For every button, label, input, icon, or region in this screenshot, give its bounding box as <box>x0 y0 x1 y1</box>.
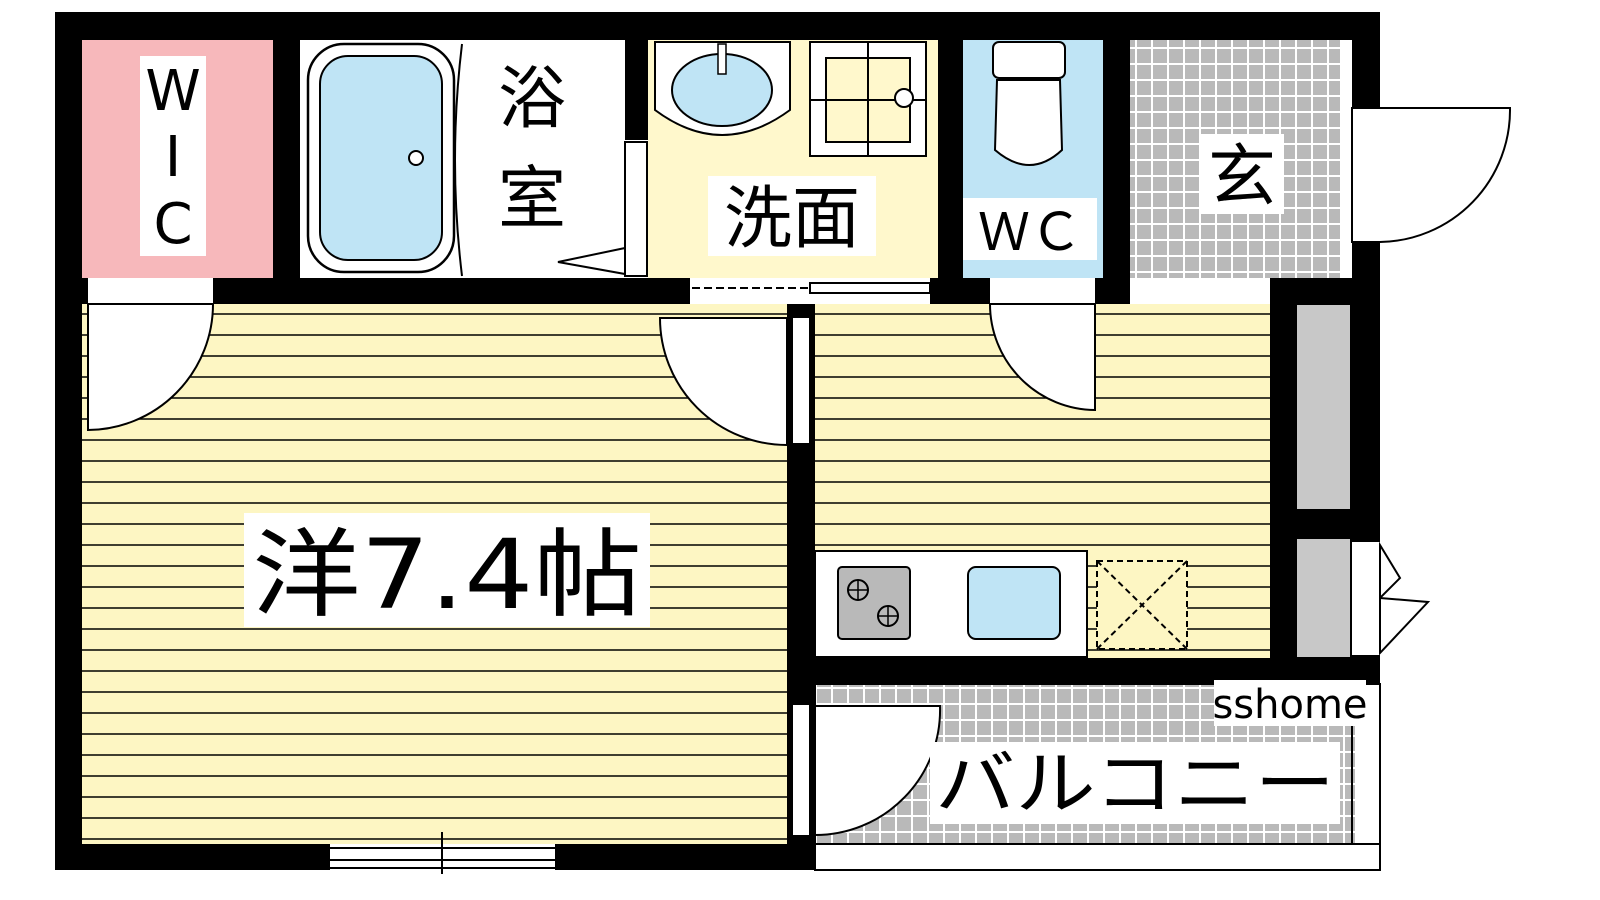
bath-door <box>557 141 648 277</box>
washroom-label: 洗面 <box>724 180 860 259</box>
entrance-label-bg <box>1200 134 1284 214</box>
sliding-door-washroom <box>692 282 931 294</box>
western-room-label-bg <box>244 513 650 627</box>
balcony-label-bg <box>930 742 1340 824</box>
storage-closet <box>1295 537 1352 659</box>
toilet-fixture <box>992 41 1066 166</box>
watermark-bg <box>1214 680 1366 726</box>
washroom-label-bg <box>708 176 876 256</box>
toilet-label-bg <box>963 198 1097 260</box>
kitchen-counter <box>814 550 1088 658</box>
wic-label-c: C <box>153 192 192 257</box>
bath-label-2: 室 <box>498 160 566 239</box>
entrance-label: 玄 <box>1208 138 1276 217</box>
western-room-label: 洋7.4帖 <box>252 519 642 631</box>
wic-label-w: W <box>145 59 200 124</box>
toilet-label: ＷＣ <box>978 203 1082 263</box>
watermark: sshome <box>1212 682 1367 728</box>
wic-label-bg <box>140 56 206 256</box>
window-bottom <box>330 832 555 874</box>
door-swings <box>87 107 1512 837</box>
wic-label-i: I <box>165 125 182 190</box>
shoe-closet <box>1295 303 1352 511</box>
balcony-label: バルコニー <box>935 743 1335 825</box>
washing-machine-pan <box>809 41 927 157</box>
refrigerator-space <box>1096 560 1188 650</box>
washbasin <box>654 41 791 136</box>
bath-label-1: 浴 <box>498 60 566 139</box>
bathtub <box>306 42 463 277</box>
